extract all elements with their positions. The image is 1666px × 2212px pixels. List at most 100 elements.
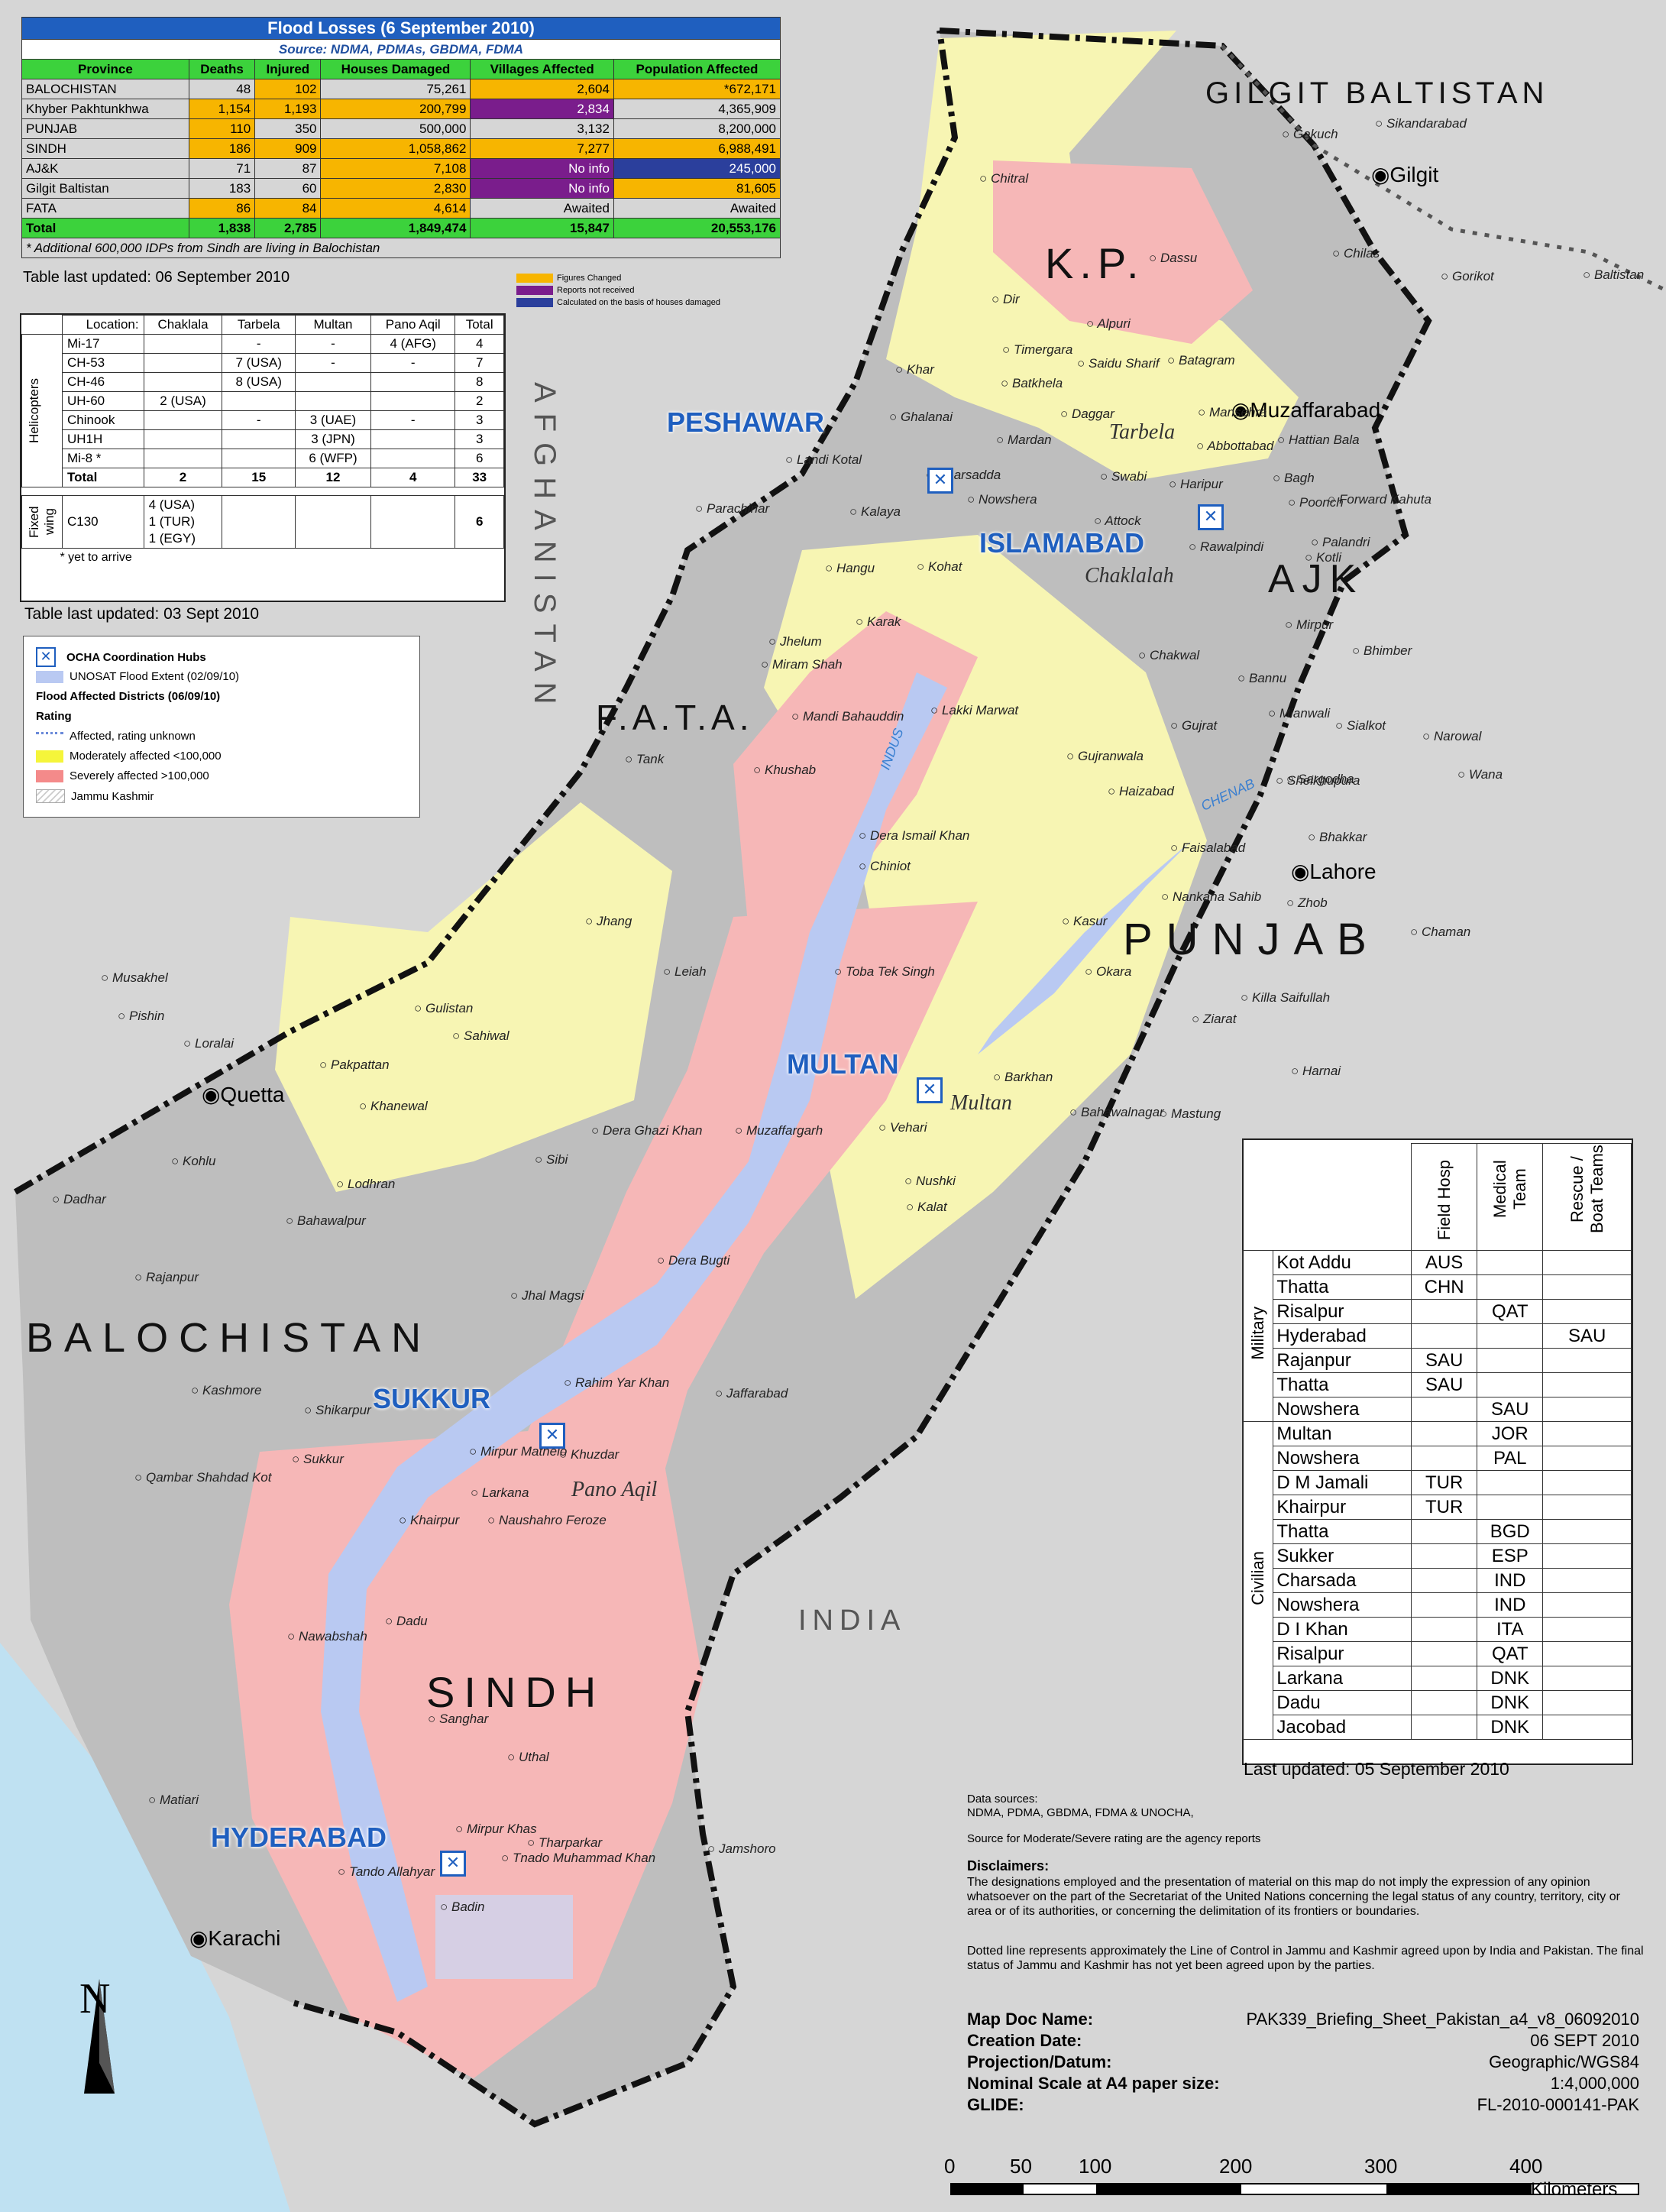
- town-label: ○ Narowal: [1422, 729, 1482, 743]
- town-label: ○ Nushki: [904, 1174, 956, 1188]
- town-label: ○ Mirpur Khas: [455, 1822, 537, 1836]
- heli-cell: UH-60: [62, 391, 144, 411]
- hub-italic-label: Chaklalah: [1085, 564, 1174, 588]
- team-cell: [1411, 1446, 1478, 1471]
- projection: Geographic/WGS84: [1489, 2052, 1639, 2071]
- legend-rating: Rating: [36, 710, 72, 723]
- heli-col-4: Total: [455, 315, 504, 335]
- hub-label: HYDERABAD: [211, 1822, 387, 1853]
- town-label: ○ Parachinar: [695, 501, 770, 516]
- heli-cell: -: [222, 410, 296, 430]
- legend-unknown: Affected, rating unknown: [70, 730, 196, 743]
- heli-cell: CH-53: [62, 353, 144, 373]
- town-label: ○ Kalat: [906, 1200, 947, 1214]
- town-label: ○ Dir: [992, 292, 1020, 306]
- heli-total-cell: 2: [143, 468, 223, 487]
- town-label: ○ Bhimber: [1352, 643, 1412, 658]
- town-label: ○ Karak: [856, 614, 901, 629]
- town-label: ○ Kasur: [1062, 914, 1108, 928]
- losses-cell: 84: [254, 198, 322, 219]
- team-cell: [1411, 1690, 1478, 1715]
- projection-label: Projection/Datum:: [967, 2052, 1112, 2071]
- town-label: ○ Chilas: [1332, 246, 1380, 261]
- heli-row: Chinook-3 (UAE)-3: [22, 410, 504, 430]
- town-label: ○ Uthal: [507, 1750, 549, 1764]
- losses-cell: 200,799: [320, 99, 471, 119]
- international-border-east: [289, 28, 1432, 2128]
- town-label: ○ Poonch: [1288, 495, 1344, 510]
- heli-cell: [222, 429, 296, 449]
- heli-cell: UH1H: [62, 429, 144, 449]
- heli-total-cell: 33: [455, 468, 504, 487]
- flood-extent: [321, 672, 947, 2002]
- town-label: ○ Nowshera: [967, 492, 1037, 507]
- heli-cell: [143, 372, 223, 392]
- town-label: ○ Kotli: [1305, 550, 1342, 565]
- scalebar-unit: Kilometers: [1531, 2179, 1618, 2200]
- team-cell: Sukker: [1273, 1543, 1412, 1569]
- heli-cell: -: [294, 334, 372, 354]
- balochistan-moderate-zone: [275, 802, 672, 1192]
- town-label: ○ Mardan: [996, 432, 1052, 447]
- losses-cell: 350: [254, 118, 322, 139]
- sources-label: Data sources:: [967, 1793, 1038, 1806]
- town-label: ○ Zhob: [1286, 895, 1328, 910]
- town-label: ○ Dadhar: [52, 1192, 106, 1206]
- losses-cell: Khyber Pakhtunkhwa: [21, 99, 189, 119]
- losses-cell: 48: [188, 79, 256, 99]
- team-cell: [1542, 1543, 1632, 1569]
- town-label: ○ Sargodha: [1286, 772, 1354, 786]
- team-cell: TUR: [1411, 1470, 1478, 1495]
- fixed-wing-row: Fixed wing C130 4 (USA) 1 (TUR) 1 (EGY) …: [21, 495, 504, 549]
- town-label: ○ Lodhran: [336, 1177, 396, 1191]
- losses-col-3: Houses Damaged: [320, 59, 471, 79]
- town-label: ○ Dassu: [1149, 251, 1198, 265]
- legend-severe: Severely affected >100,000: [70, 769, 209, 782]
- heli-cell: 4: [455, 334, 504, 354]
- heli-cell: Mi-8 *: [62, 449, 144, 468]
- team-cell: Nowshera: [1273, 1446, 1412, 1471]
- losses-cell: 500,000: [320, 118, 471, 139]
- losses-title: Flood Losses (6 September 2010): [21, 17, 781, 40]
- heli-row: Mi-8 *6 (WFP)6: [22, 449, 504, 468]
- town-label: ○ Palandri: [1311, 535, 1370, 549]
- town-label: ○ Gujrat: [1170, 718, 1218, 733]
- team-cell: Thatta: [1273, 1519, 1412, 1544]
- town-label: ○ Khanewal: [359, 1099, 428, 1113]
- col-medical: Medical Team: [1490, 1160, 1529, 1219]
- legend-jk: Jammu Kashmir: [71, 789, 154, 803]
- town-label: ○ Gulistan: [414, 1001, 474, 1015]
- town-label: ○ Sikandarabad: [1375, 116, 1467, 131]
- town-label: ○ Batkhela: [1001, 376, 1063, 390]
- region-label: AFGHANISTAN: [528, 382, 561, 715]
- town-label: ○ Dera Bugti: [657, 1253, 730, 1268]
- scalebar-tick: 100: [1079, 2155, 1112, 2178]
- losses-col-1: Deaths: [188, 59, 256, 79]
- town-label: ○ Sheikhupura: [1276, 773, 1360, 788]
- town-label: ○ Alpuri: [1086, 316, 1131, 331]
- team-cell: [1411, 1397, 1478, 1422]
- hub-label: PESHAWAR: [667, 406, 825, 438]
- team-cell: [1542, 1666, 1632, 1691]
- town-label: ○ Kohlu: [171, 1154, 216, 1168]
- team-cell: Risalpur: [1273, 1641, 1412, 1666]
- town-label: ○ Sukkur: [292, 1452, 344, 1466]
- team-cell: Multan: [1273, 1421, 1412, 1446]
- losses-cell: No info: [470, 178, 614, 199]
- team-cell: Khairpur: [1273, 1495, 1412, 1520]
- town-label: ○ Badin: [440, 1899, 485, 1914]
- region-label: AJK: [1268, 557, 1364, 601]
- losses-cell: 4,614: [320, 198, 471, 219]
- heli-cell: [222, 391, 296, 411]
- town-label: ○ Jhang: [585, 914, 632, 928]
- losses-cell: 75,261: [320, 79, 471, 99]
- heli-total-cell: 4: [370, 468, 456, 487]
- town-label: ○ Swabi: [1100, 469, 1147, 484]
- losses-cell: 183: [188, 178, 256, 199]
